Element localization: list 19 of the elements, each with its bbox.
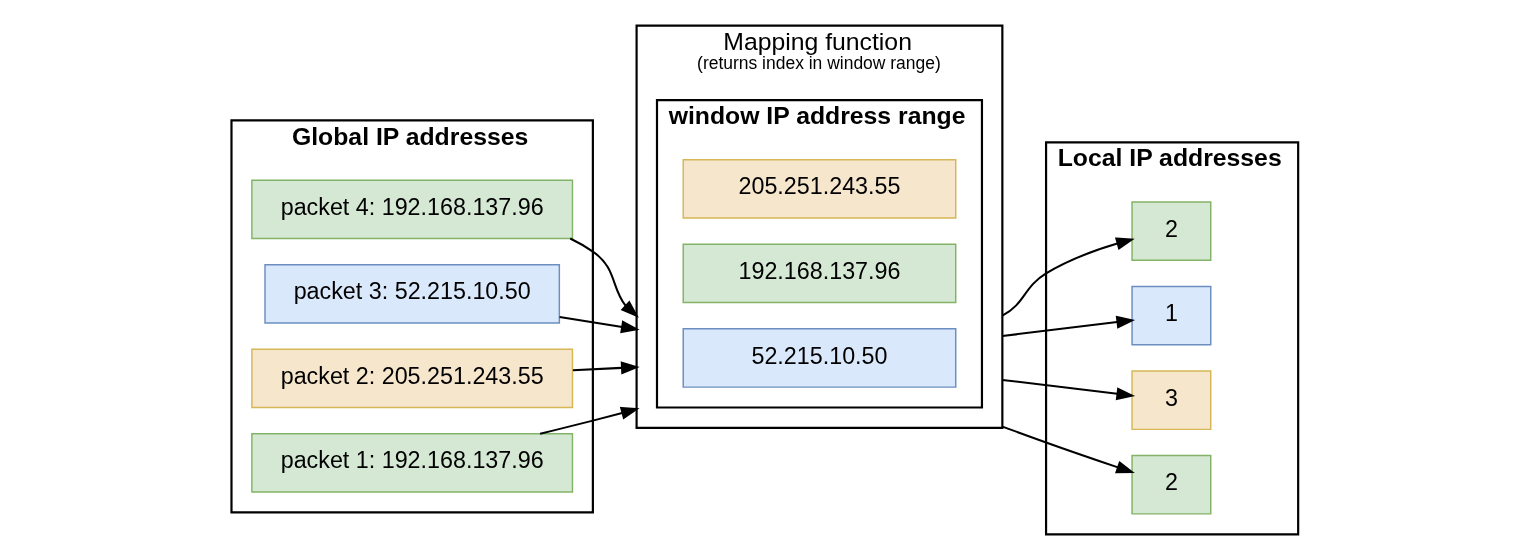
node-box: packet 1: 192.168.137.96 <box>251 433 574 493</box>
node-box: packet 4: 192.168.137.96 <box>251 179 574 240</box>
node-box: 52.215.10.50 <box>682 328 957 388</box>
arrow <box>1002 378 1136 401</box>
node-box: packet 2: 205.251.243.55 <box>251 348 574 409</box>
arrow <box>539 406 640 435</box>
arrow <box>1002 425 1135 474</box>
node-box: packet 3: 52.215.10.50 <box>264 263 561 324</box>
arrow <box>572 361 640 375</box>
arrow <box>1001 237 1135 317</box>
node-box: 2 <box>1131 201 1212 262</box>
node-box: 1 <box>1131 285 1212 346</box>
node-box: 192.168.137.96 <box>682 243 957 304</box>
node-box: 205.251.243.55 <box>682 159 957 219</box>
node-box: 3 <box>1131 370 1212 431</box>
arrow <box>559 316 640 334</box>
node-box: 2 <box>1131 454 1212 515</box>
arrow <box>569 237 639 318</box>
arrow <box>1002 315 1136 337</box>
